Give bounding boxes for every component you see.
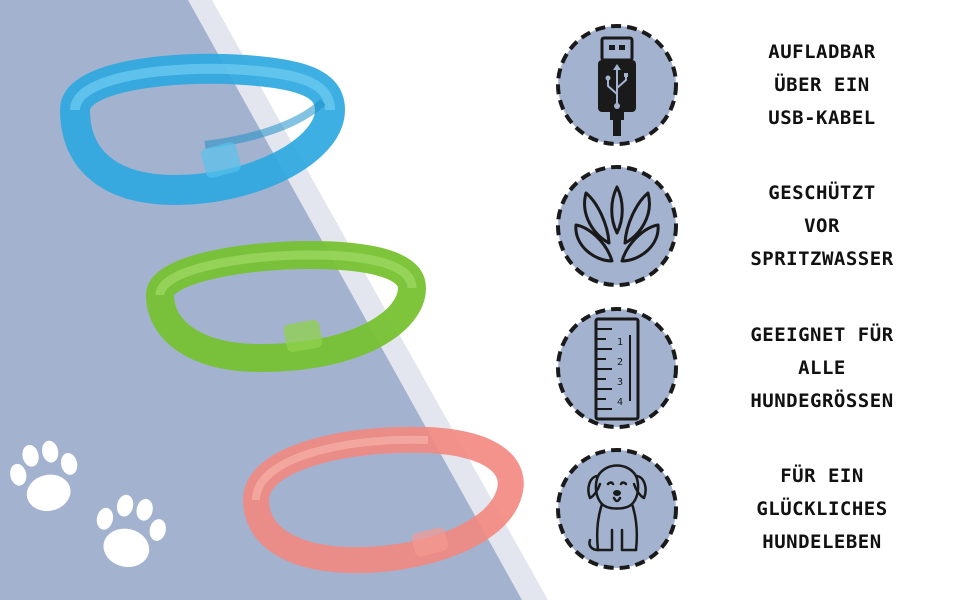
- feature-label-line: VOR: [804, 214, 840, 237]
- feature-label-line: FÜR EIN: [780, 464, 864, 487]
- feature-label-line: ÜBER EIN: [774, 73, 870, 96]
- blue-led-band: [60, 53, 345, 205]
- ruler-tick-label: 1: [617, 337, 623, 348]
- paw-icon: [10, 440, 78, 512]
- green-led-band: [146, 241, 426, 372]
- feature-label-line: SPRITZWASSER: [750, 247, 894, 270]
- feature-label-line: HUNDEGRÖSSEN: [750, 389, 894, 412]
- feature-label-line: ALLE: [798, 356, 846, 379]
- ruler-tick-label: 3: [617, 377, 623, 388]
- ruler-tick-label: 4: [617, 397, 623, 408]
- dog-icon: [556, 448, 678, 570]
- feature-label-line: GLÜCKLICHES: [756, 497, 888, 520]
- paw-icon: [96, 494, 166, 568]
- feature-all-dog-sizes: 1 2 3 4 GEEIGNET FÜR ALLE HUNDEGRÖSSEN: [550, 305, 950, 435]
- usb-cable-icon: [556, 24, 678, 146]
- feature-splash-protected: GESCHÜTZT VOR SPRITZWASSER: [550, 163, 950, 293]
- water-splash-icon: [556, 165, 678, 287]
- feature-label: AUFLADBAR ÜBER EIN USB-KABEL: [702, 22, 942, 148]
- feature-happy-dog-life: FÜR EIN GLÜCKLICHES HUNDELEBEN: [550, 446, 950, 576]
- pink-led-band: [243, 426, 524, 574]
- feature-label-line: GEEIGNET FÜR: [750, 323, 894, 346]
- feature-label: FÜR EIN GLÜCKLICHES HUNDELEBEN: [702, 446, 942, 572]
- ruler-tick-label: 2: [617, 357, 623, 368]
- feature-label: GEEIGNET FÜR ALLE HUNDEGRÖSSEN: [702, 305, 942, 431]
- feature-label-line: GESCHÜTZT: [768, 181, 876, 204]
- feature-label: GESCHÜTZT VOR SPRITZWASSER: [702, 163, 942, 289]
- feature-label-line: HUNDELEBEN: [762, 530, 882, 553]
- feature-usb-rechargeable: AUFLADBAR ÜBER EIN USB-KABEL: [550, 22, 950, 152]
- ruler-icon: 1 2 3 4: [556, 307, 678, 429]
- feature-label-line: AUFLADBAR: [768, 40, 876, 63]
- feature-label-line: USB-KABEL: [768, 106, 876, 129]
